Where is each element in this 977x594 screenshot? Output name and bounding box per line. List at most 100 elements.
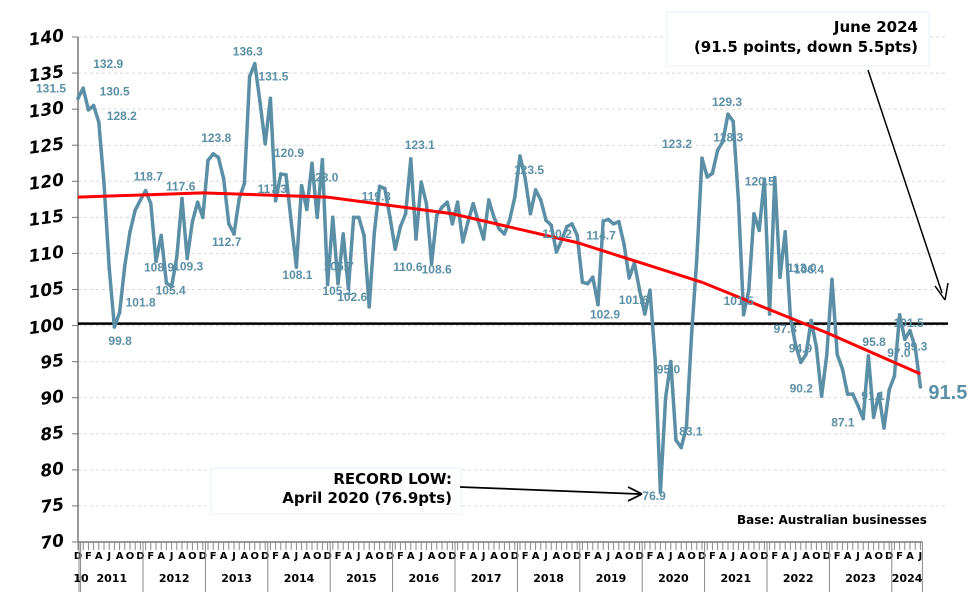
data-point <box>648 288 652 293</box>
month-tick-label: A <box>345 551 353 562</box>
data-point <box>424 201 429 206</box>
data-label: 105.4 <box>156 284 186 298</box>
month-tick-label: F <box>210 551 217 562</box>
data-label: 102.6 <box>337 290 367 304</box>
data-point <box>435 213 439 217</box>
data-point <box>783 229 787 234</box>
data-label: 102.9 <box>590 308 620 322</box>
data-point <box>731 119 735 124</box>
index-line <box>76 61 923 494</box>
data-point <box>747 288 751 293</box>
data-point <box>481 237 486 241</box>
y-tick-label: 70 <box>39 531 65 554</box>
month-tick-label: A <box>553 551 561 562</box>
month-tick-label: O <box>875 551 884 562</box>
month-tick-label: O <box>375 551 384 562</box>
month-tick-label: D <box>199 551 207 562</box>
data-point <box>273 198 278 203</box>
data-point <box>351 215 356 220</box>
y-tick-label: 85 <box>39 423 65 446</box>
data-label: 94.9 <box>789 341 813 355</box>
data-point <box>856 403 860 408</box>
month-tick-label: A <box>740 551 748 562</box>
y-tick-label: 130 <box>27 98 65 123</box>
month-tick-label: A <box>657 551 665 562</box>
y-tick-label: 90 <box>39 387 65 410</box>
month-tick-label: D <box>261 551 269 562</box>
data-label: 129.3 <box>712 95 742 109</box>
data-point <box>913 345 917 350</box>
month-tick-label: F <box>834 551 841 562</box>
data-label: 120.9 <box>274 146 304 160</box>
data-label: 136.3 <box>233 45 263 59</box>
data-point <box>429 261 434 266</box>
data-point <box>216 155 221 160</box>
data-point <box>533 188 538 192</box>
month-tick-label: J <box>543 551 548 562</box>
data-point <box>211 152 215 156</box>
data-point <box>684 425 689 430</box>
data-point <box>409 157 413 161</box>
data-point <box>669 359 673 364</box>
y-tick-label: 95 <box>39 351 65 374</box>
month-tick-label: O <box>500 551 509 562</box>
data-label: 123.2 <box>662 137 692 151</box>
data-point <box>86 108 91 112</box>
data-point <box>289 219 294 224</box>
data-point <box>580 280 585 285</box>
data-point <box>461 240 465 244</box>
data-point <box>653 358 657 363</box>
data-point <box>123 263 127 268</box>
data-label: 99.8 <box>108 334 132 348</box>
y-tick-label: 120 <box>27 170 65 195</box>
month-tick-label: O <box>812 551 821 562</box>
data-point <box>331 215 335 220</box>
month-tick-label: O <box>188 551 197 562</box>
data-point <box>185 256 189 261</box>
year-label: 2021 <box>720 572 751 585</box>
data-label: 101.6 <box>619 293 649 307</box>
data-point <box>799 360 803 365</box>
data-label: 123.1 <box>405 138 435 152</box>
data-point <box>570 222 574 226</box>
data-point <box>752 211 756 216</box>
month-tick-label: O <box>687 551 696 562</box>
data-point <box>845 392 850 396</box>
month-tick-label: A <box>844 551 852 562</box>
data-label: 110.2 <box>542 227 572 241</box>
month-tick-label: J <box>730 551 735 562</box>
data-point <box>133 208 137 212</box>
data-point <box>221 176 226 181</box>
data-point <box>138 198 143 202</box>
data-point <box>554 250 559 254</box>
data-label: 106.4 <box>794 262 824 276</box>
data-point <box>502 232 507 236</box>
data-point <box>705 175 709 179</box>
data-point <box>315 215 320 220</box>
month-tick-label: A <box>906 551 914 562</box>
data-point <box>767 312 772 316</box>
y-tick-label: 110 <box>27 242 65 267</box>
data-label: 119.3 <box>362 189 392 203</box>
data-point <box>762 177 767 181</box>
y-tick-label: 80 <box>39 459 65 482</box>
latest-annotation: June 2024 (91.5 points, down 5.5pts) <box>666 11 949 301</box>
data-point <box>700 156 704 160</box>
data-point <box>793 343 798 347</box>
year-label: 2012 <box>159 572 190 585</box>
month-tick-label: F <box>709 551 716 562</box>
data-label: 99.3 <box>904 340 928 354</box>
data-point <box>908 328 912 333</box>
month-tick-label: A <box>781 551 789 562</box>
y-tick-label: 105 <box>27 278 65 303</box>
data-point <box>180 196 184 201</box>
month-tick-label: F <box>397 551 404 562</box>
data-point <box>658 490 663 495</box>
data-point <box>851 392 855 396</box>
data-point <box>773 175 777 180</box>
month-tick-label: D <box>74 551 82 562</box>
data-point <box>81 86 85 91</box>
record-low-line1: RECORD LOW: <box>333 470 452 488</box>
data-labels: 131.5132.9130.5128.299.8101.8118.7108.91… <box>36 45 967 504</box>
data-point <box>414 237 418 241</box>
